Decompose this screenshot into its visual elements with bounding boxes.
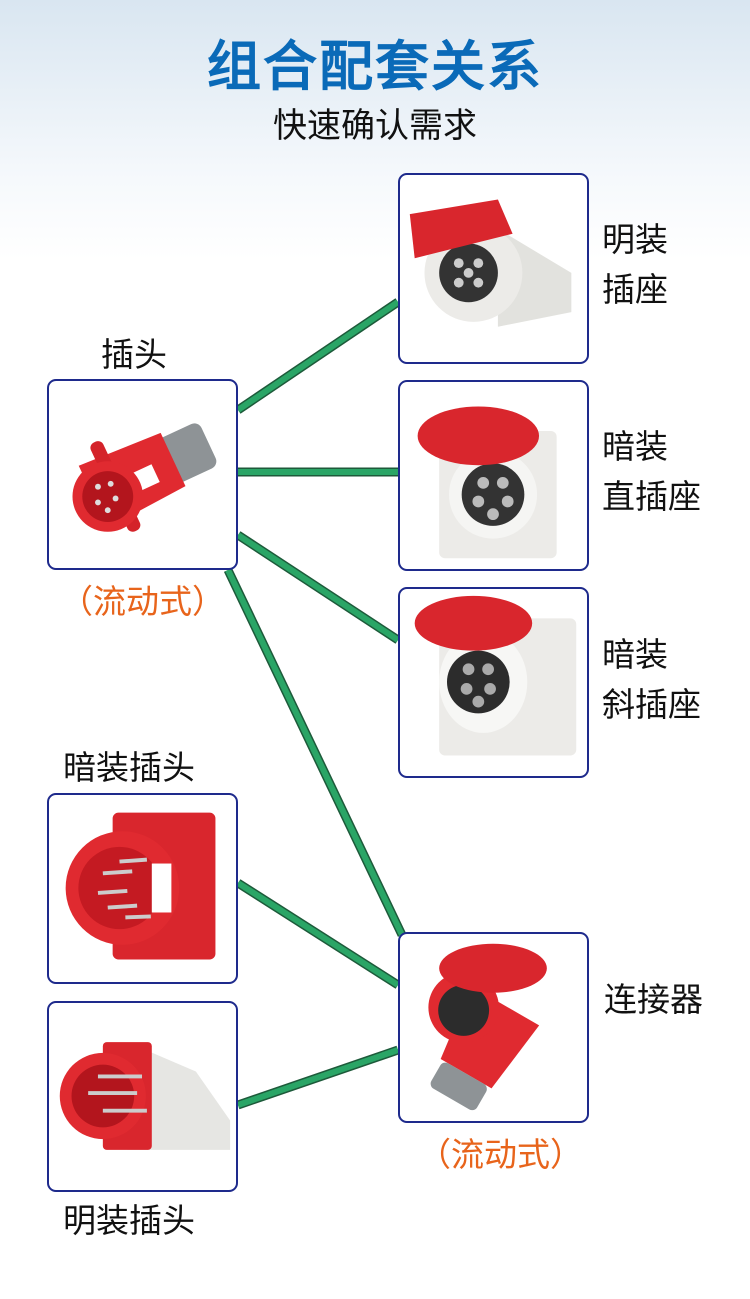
- flush-straight-socket-label-2: 直插座: [602, 477, 701, 516]
- flush-straight-socket-image: [398, 380, 589, 571]
- surface-socket-label-2: 插座: [602, 270, 668, 309]
- connector-mobile-note: （流动式）: [418, 1135, 583, 1174]
- flush-angled-socket-label-2: 斜插座: [602, 685, 701, 724]
- page-title: 组合配套关系: [207, 35, 543, 98]
- plug-image: [47, 379, 238, 570]
- page-subtitle: 快速确认需求: [273, 106, 477, 146]
- connector-label: 连接器: [604, 980, 703, 1019]
- flush-angled-socket-image: [398, 587, 589, 778]
- plug-mobile-note: （流动式）: [60, 582, 225, 621]
- surface-socket-image: [398, 173, 589, 364]
- surface-plug-label: 明装插头: [63, 1201, 195, 1240]
- panel-plug-label: 暗装插头: [63, 748, 195, 787]
- surface-socket-label-1: 明装: [602, 220, 668, 259]
- flush-angled-socket-label-1: 暗装: [602, 635, 668, 674]
- panel-plug-image: [47, 793, 238, 984]
- connector-image: [398, 932, 589, 1123]
- plug-label: 插头: [101, 335, 167, 374]
- flush-straight-socket-label-1: 暗装: [602, 427, 668, 466]
- surface-plug-image: [47, 1001, 238, 1192]
